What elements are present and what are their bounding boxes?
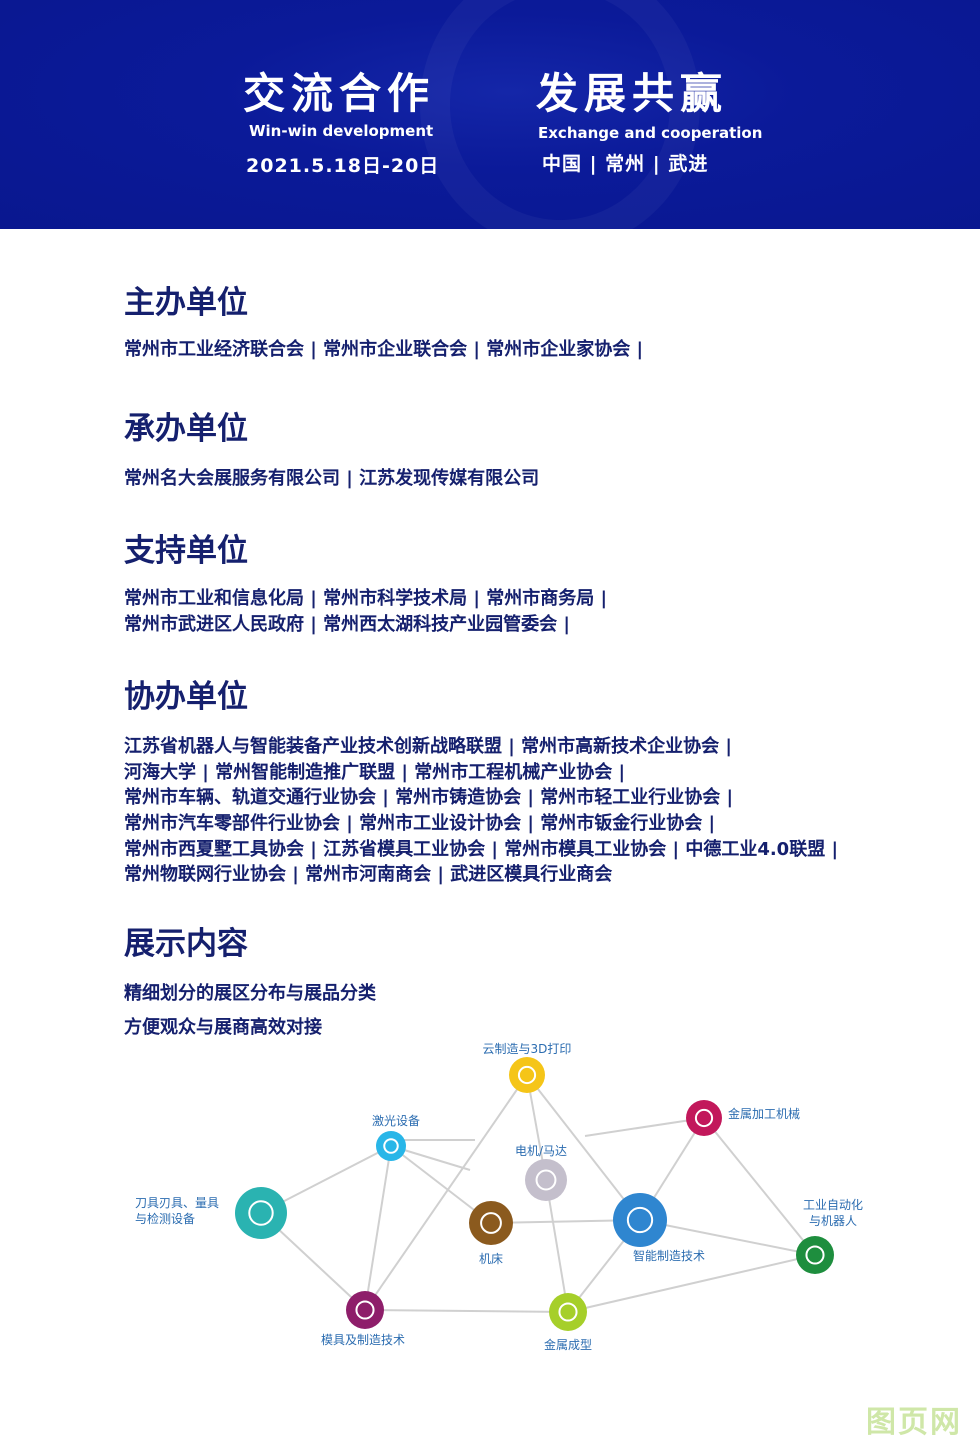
section-title-organizer: 主办单位 bbox=[124, 285, 248, 321]
banner-subtitle-right: Exchange and cooperation bbox=[538, 124, 763, 142]
banner-title-right: 发展共赢 bbox=[536, 69, 729, 118]
network-node: 激光设备 bbox=[372, 1114, 420, 1161]
recycle-icon bbox=[549, 1293, 587, 1331]
section-title-undertaker: 承办单位 bbox=[124, 411, 248, 447]
banner-title-left: 交流合作 bbox=[243, 69, 436, 118]
network-edge bbox=[526, 1074, 641, 1221]
network-node-label: 电机/马达 bbox=[515, 1144, 567, 1158]
co-organizer-line: 常州市汽车零部件行业协会 | 常州市工业设计协会 | 常州市钣金行业协会 | bbox=[124, 813, 716, 834]
exhibits-line: 精细划分的展区分布与展品分类 bbox=[124, 983, 376, 1004]
network-node-label: 机床 bbox=[479, 1252, 503, 1266]
network-edge bbox=[364, 1309, 569, 1313]
network-node-label: 云制造与3D打印 bbox=[483, 1042, 572, 1056]
robot-arm-icon-glyph bbox=[805, 1245, 825, 1265]
wifi-icon bbox=[613, 1193, 667, 1247]
atom-icon bbox=[509, 1057, 545, 1093]
network-node-label: 与检测设备 bbox=[135, 1211, 195, 1226]
robot-arm-icon bbox=[796, 1236, 834, 1274]
network-edge bbox=[639, 1219, 816, 1256]
machine-icon bbox=[686, 1100, 722, 1136]
chart-icon bbox=[346, 1291, 384, 1329]
undertaker-line: 常州名大会展服务有限公司 | 江苏发现传媒有限公司 bbox=[124, 468, 540, 489]
banner: 交流合作 Win-win development 2021.5.18日-20日 … bbox=[0, 0, 980, 250]
banner-subtitle-left: Win-win development bbox=[249, 122, 434, 140]
molecule-icon-glyph bbox=[248, 1200, 274, 1226]
network-node: 模具及制造技术 bbox=[321, 1291, 405, 1347]
network-edge bbox=[567, 1254, 816, 1313]
network-node-label: 工业自动化 bbox=[803, 1198, 863, 1212]
section-title-co-organizer: 协办单位 bbox=[124, 679, 248, 715]
wifi-icon-glyph bbox=[626, 1206, 654, 1234]
network-node: 电机/马达 bbox=[515, 1144, 567, 1201]
network-node: 金属成型 bbox=[544, 1293, 592, 1352]
co-organizer-line: 常州物联网行业协会 | 常州市河南商会 | 武进区模具行业商会 bbox=[124, 864, 613, 885]
lathe-icon bbox=[469, 1201, 513, 1245]
atom-icon-glyph bbox=[517, 1065, 537, 1085]
event-date: 2021.5.18日-20日 bbox=[246, 155, 440, 177]
network-node-label: 激光设备 bbox=[372, 1114, 420, 1128]
co-organizer-line: 常州市车辆、轨道交通行业协会 | 常州市铸造协会 | 常州市轻工业行业协会 | bbox=[124, 787, 734, 808]
network-node: 金属加工机械 bbox=[686, 1100, 800, 1136]
molecule-icon bbox=[235, 1187, 287, 1239]
gauge-icon bbox=[376, 1131, 406, 1161]
exhibits-line: 方便观众与展商高效对接 bbox=[124, 1017, 322, 1038]
lathe-icon-glyph bbox=[480, 1212, 502, 1234]
watermark: 图页网 bbox=[866, 1405, 962, 1440]
recycle-icon-glyph bbox=[558, 1302, 578, 1322]
network-node-label: 智能制造技术 bbox=[633, 1248, 705, 1263]
section-title-supporter: 支持单位 bbox=[124, 533, 248, 569]
network-node: 智能制造技术 bbox=[613, 1193, 705, 1263]
network-node: 云制造与3D打印 bbox=[483, 1042, 572, 1093]
motor-icon-glyph bbox=[535, 1169, 557, 1191]
organizer-line: 常州市工业经济联合会 | 常州市企业联合会 | 常州市企业家协会 | bbox=[124, 339, 644, 360]
event-location: 中国 | 常州 | 武进 bbox=[542, 153, 709, 175]
co-organizer-line: 常州市西夏墅工具协会 | 江苏省模具工业协会 | 常州市模具工业协会 | 中德工… bbox=[124, 839, 839, 860]
motor-icon bbox=[525, 1159, 567, 1201]
network-node: 机床 bbox=[469, 1201, 513, 1266]
supporter-line: 常州市武进区人民政府 | 常州西太湖科技产业园管委会 | bbox=[124, 614, 570, 635]
network-edge bbox=[703, 1117, 816, 1256]
supporter-line: 常州市工业和信息化局 | 常州市科学技术局 | 常州市商务局 | bbox=[124, 588, 608, 609]
network-node-label: 模具及制造技术 bbox=[321, 1333, 405, 1347]
network-node-label: 金属加工机械 bbox=[728, 1106, 800, 1121]
machine-icon-glyph bbox=[694, 1108, 714, 1128]
co-organizer-line: 河海大学 | 常州智能制造推广联盟 | 常州市工程机械产业协会 | bbox=[124, 762, 626, 783]
network-node-label: 刀具刃具、量具 bbox=[135, 1196, 219, 1210]
network-edge bbox=[364, 1145, 392, 1311]
section-title-exhibits: 展示内容 bbox=[124, 926, 248, 962]
gauge-icon-glyph bbox=[383, 1138, 399, 1154]
network-node-label: 与机器人 bbox=[809, 1214, 857, 1228]
network-edge bbox=[545, 1179, 569, 1313]
network-node-label: 金属成型 bbox=[544, 1337, 592, 1352]
co-organizer-line: 江苏省机器人与智能装备产业技术创新战略联盟 | 常州市高新技术企业协会 | bbox=[124, 736, 732, 757]
network-edge bbox=[584, 1117, 705, 1137]
network-edge bbox=[364, 1074, 528, 1311]
chart-icon-glyph bbox=[355, 1300, 375, 1320]
